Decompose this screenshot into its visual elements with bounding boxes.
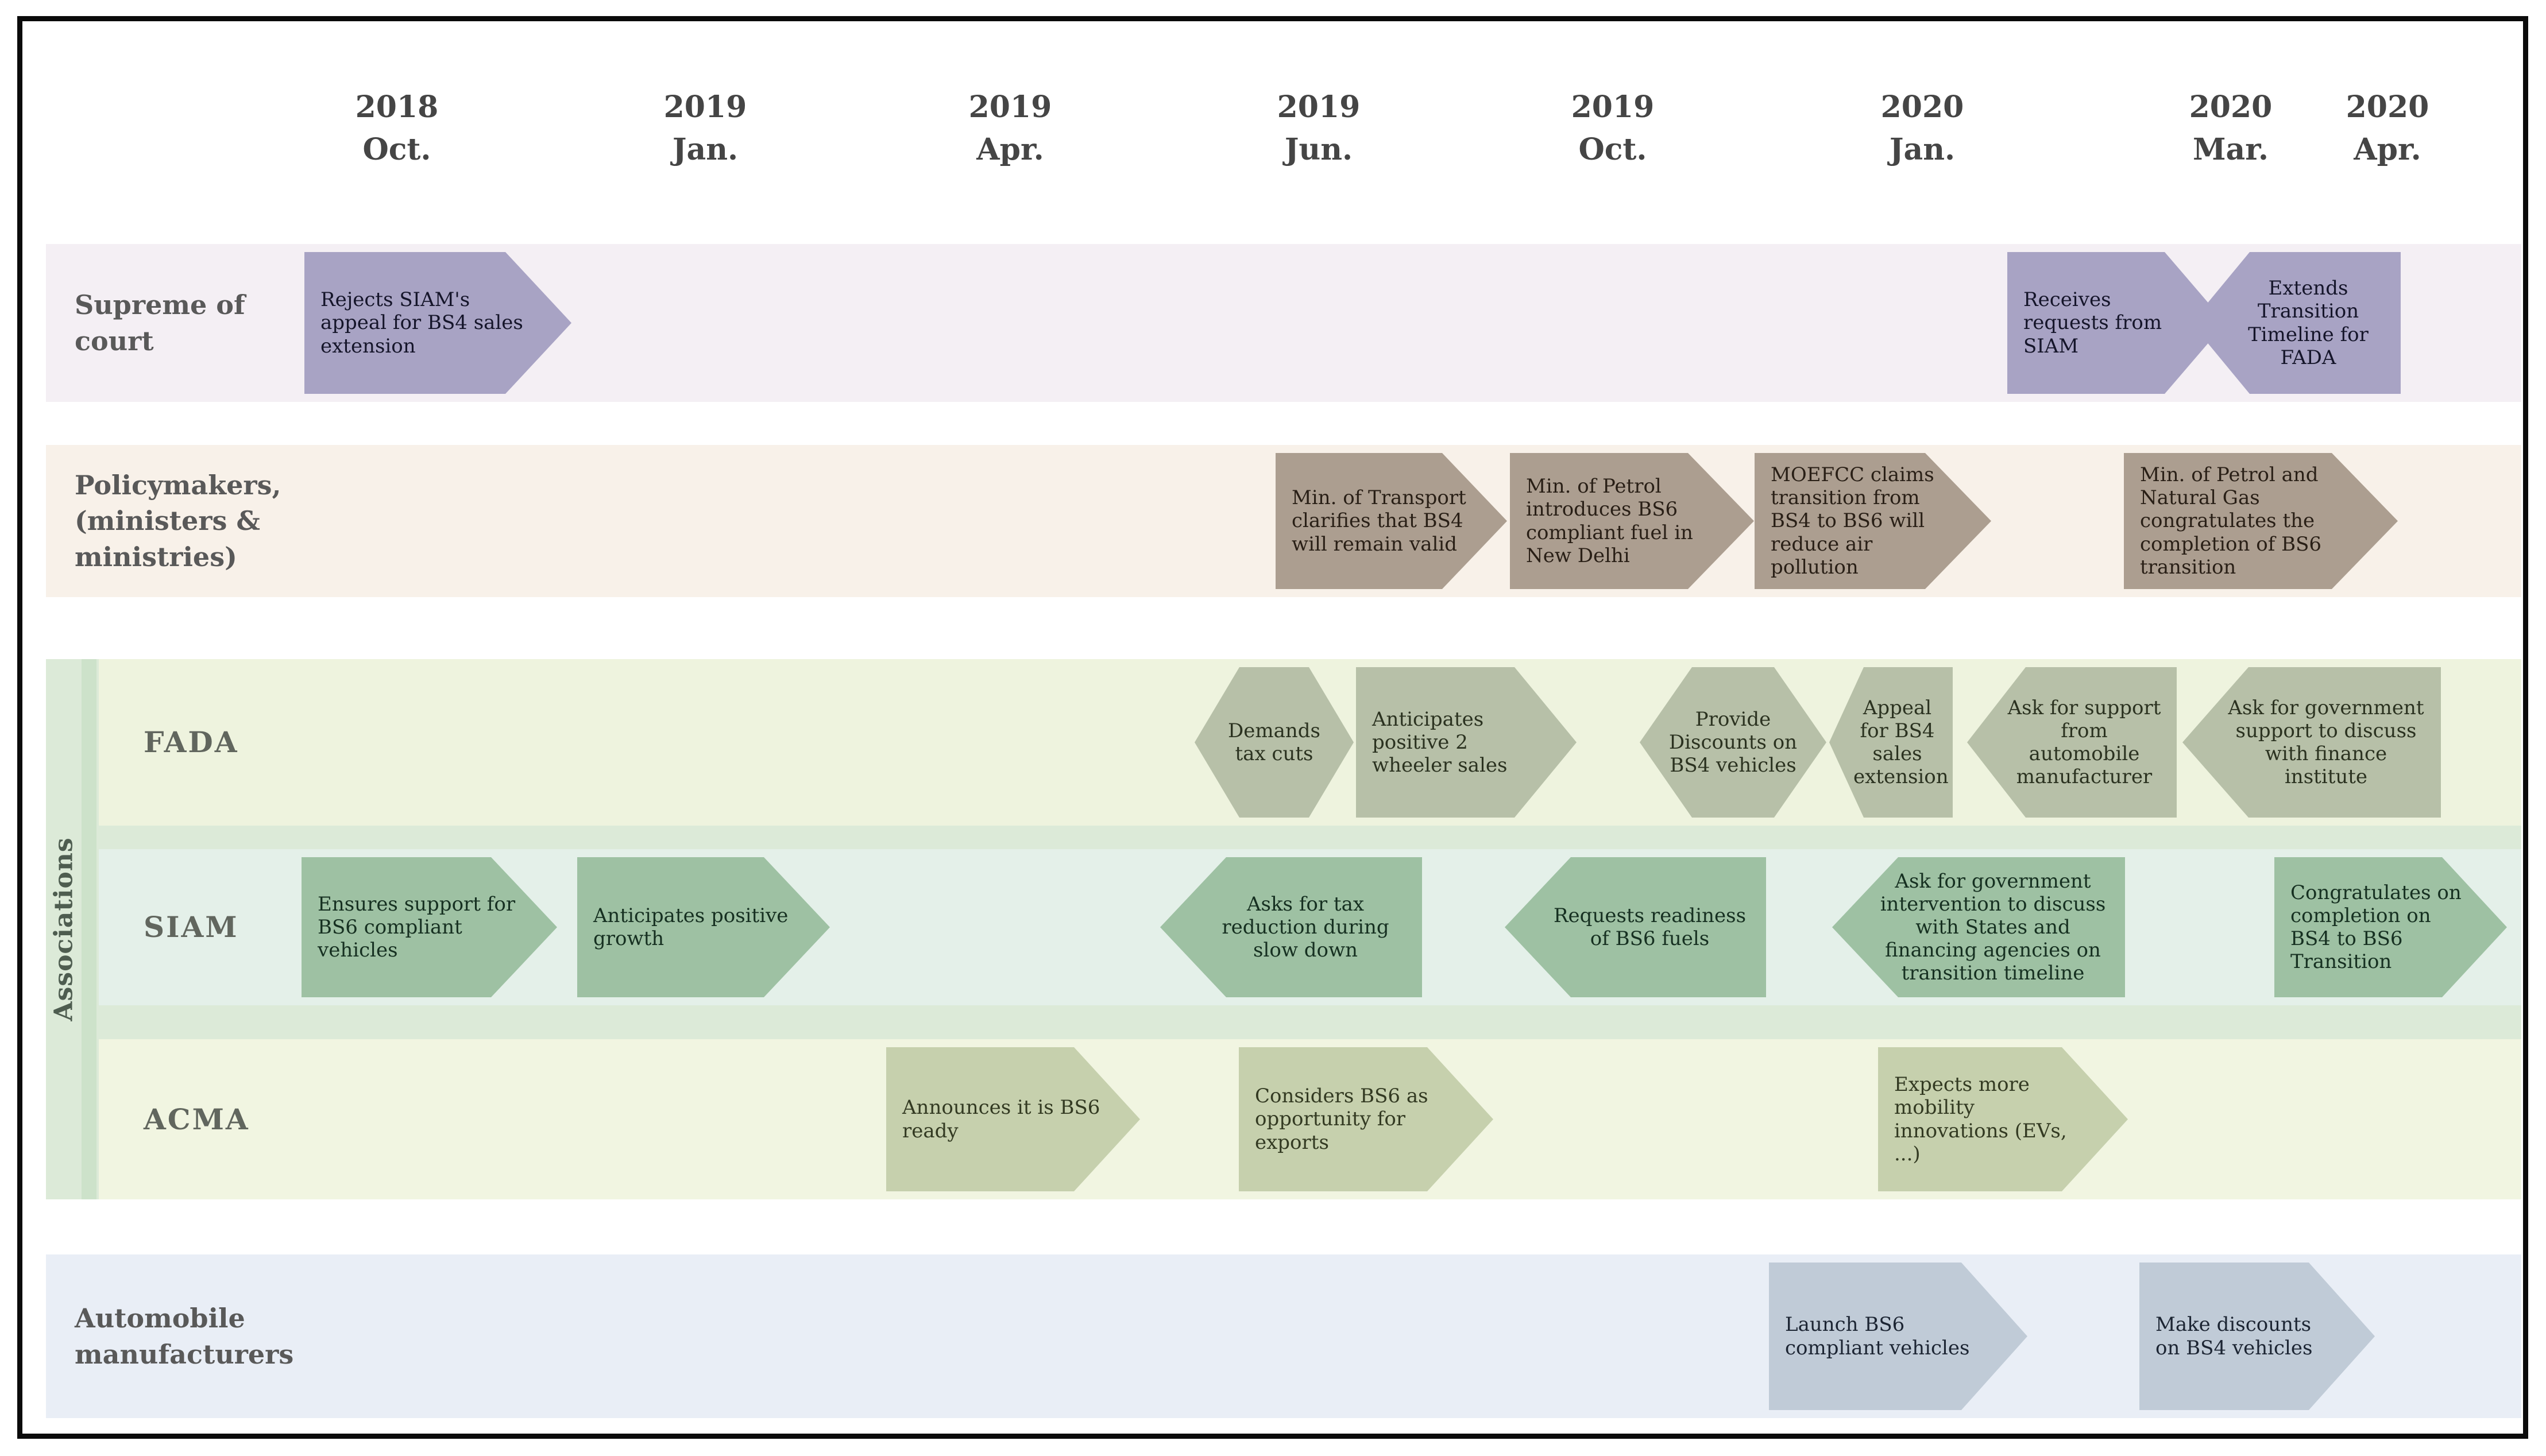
event-label: Ask for government intervention to discu…	[1880, 869, 2106, 985]
date-year: 2020	[2346, 90, 2429, 125]
date-year: 2020	[1880, 90, 1964, 125]
event-label: Ensures support for BS6 compliant vehicl…	[318, 892, 516, 962]
date-year: 2019	[1571, 90, 1655, 125]
row-label-siam: SIAM	[144, 910, 239, 944]
row-label-policymakers: Policymakers, (ministers & ministries)	[75, 470, 281, 572]
event-label: Launch BS6 compliant vehicles	[1785, 1313, 1970, 1360]
event-label: Ask for support from automobile manufact…	[2007, 696, 2161, 789]
event-label: Requests readiness of BS6 fuels	[1553, 904, 1747, 950]
row-label-auto-manufacturers: Automobile manufacturers	[75, 1303, 294, 1370]
date-month: Apr.	[976, 131, 1044, 167]
event-label: Announces it is BS6 ready	[902, 1096, 1100, 1143]
event-label: Demands tax cuts	[1227, 719, 1320, 765]
date-year: 2019	[968, 90, 1052, 125]
event-label: Provide Discounts on BS4 vehicles	[1668, 707, 1798, 777]
date-month: Jan.	[1889, 131, 1956, 167]
associations-label-text: Associations	[49, 837, 79, 1021]
date-month: Oct.	[1578, 131, 1647, 167]
date-year: 2019	[663, 90, 747, 125]
row-label-fada: FADA	[144, 725, 239, 760]
event-label: Min. of Petrol introduces BS6 compliant …	[1526, 475, 1693, 567]
band-auto-manufacturers	[46, 1254, 2521, 1418]
event-label: Min. of Petrol and Natural Gas congratul…	[2140, 463, 2321, 579]
associations-vertical-label: Associations	[46, 659, 82, 1199]
date-year: 2019	[1277, 90, 1361, 125]
date-year: 2018	[355, 90, 439, 125]
event-label: Expects more mobility innovations (EVs, …	[1894, 1073, 2067, 1165]
event-label: Ask for government support to discuss wi…	[2228, 696, 2424, 789]
event-label: MOEFCC claims transition from BS4 to BS6…	[1771, 463, 1934, 579]
event-label: Rejects SIAM's appeal for BS4 sales exte…	[320, 288, 523, 358]
row-label-supreme-court: Supreme of court	[75, 289, 245, 357]
event-label: Extends Transition Timeline for FADA	[2248, 277, 2369, 369]
event-label: Anticipates positive 2 wheeler sales	[1372, 707, 1508, 777]
figure-border	[17, 16, 2528, 1439]
event-policymakers-4: Min. of Petrol and Natural Gas congratul…	[2124, 453, 2398, 589]
date-year: 2020	[2189, 90, 2273, 125]
event-label: Appeal for BS4 sales extension	[1853, 696, 1949, 789]
date-month: Jun.	[1284, 131, 1353, 167]
event-label: Asks for tax reduction during slow down	[1222, 892, 1389, 962]
event-label: Min. of Transport clarifies that BS4 wil…	[1292, 486, 1466, 556]
event-acma-2: Considers BS6 as opportunity for exports	[1239, 1047, 1493, 1191]
date-month: Apr.	[2354, 131, 2421, 167]
event-label: Make discounts on BS4 vehicles	[2155, 1313, 2313, 1360]
date-month: Mar.	[2193, 131, 2269, 167]
date-month: Jan.	[672, 131, 739, 167]
event-label: Congratulates on completion on BS4 to BS…	[2290, 881, 2462, 974]
associations-strip	[82, 659, 96, 1199]
event-siam-5: Ask for government intervention to discu…	[1832, 857, 2125, 997]
event-label: Considers BS6 as opportunity for exports	[1255, 1085, 1428, 1154]
event-label: Anticipates positive growth	[593, 904, 789, 950]
event-label: Receives requests from SIAM	[2023, 288, 2162, 358]
date-month: Oct.	[362, 131, 431, 167]
event-supreme-court-1: Rejects SIAM's appeal for BS4 sales exte…	[304, 252, 571, 394]
row-label-acma: ACMA	[144, 1102, 250, 1136]
